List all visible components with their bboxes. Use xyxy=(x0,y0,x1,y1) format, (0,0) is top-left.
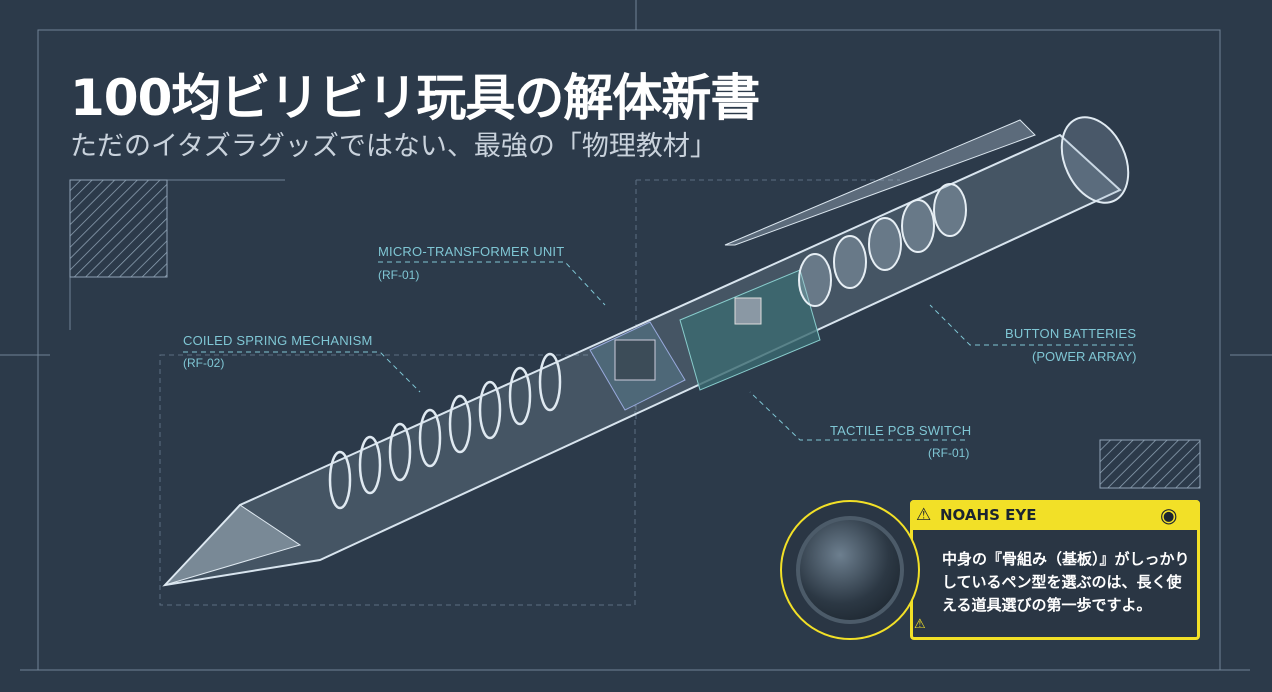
hatch-block xyxy=(1099,439,1201,489)
page-subtitle: ただのイタズラグッズではない、最強の「物理教材」 xyxy=(70,131,717,162)
ref-batteries: (POWER ARRAY) xyxy=(1032,349,1137,364)
label-spring: COILED SPRING MECHANISM xyxy=(183,333,373,348)
callout-heading: NOAHS EYE xyxy=(910,500,1200,530)
ref-switch: (RF-01) xyxy=(928,446,970,460)
page-title: 100均ビリビリ玩具の解体新書 xyxy=(70,69,760,127)
label-transformer: MICRO-TRANSFORMER UNIT xyxy=(378,244,565,259)
callout-text: 中身の『骨組み（基板）』がしっかりしているペン型を選ぶのは、長く使える道具選びの… xyxy=(942,550,1190,614)
label-switch: TACTILE PCB SWITCH xyxy=(830,423,972,438)
label-batteries: BUTTON BATTERIES xyxy=(1005,326,1137,341)
ref-spring: (RF-02) xyxy=(183,356,225,370)
warning-icon: ⚠ xyxy=(916,505,932,525)
eye-icon: ◉ xyxy=(1160,503,1178,527)
hatch-block xyxy=(69,179,168,278)
pen-illustration xyxy=(162,116,1130,587)
camera-lens-icon xyxy=(780,500,920,640)
warning-icon: ⚠ xyxy=(914,617,926,632)
ref-transformer: (RF-01) xyxy=(378,268,420,282)
